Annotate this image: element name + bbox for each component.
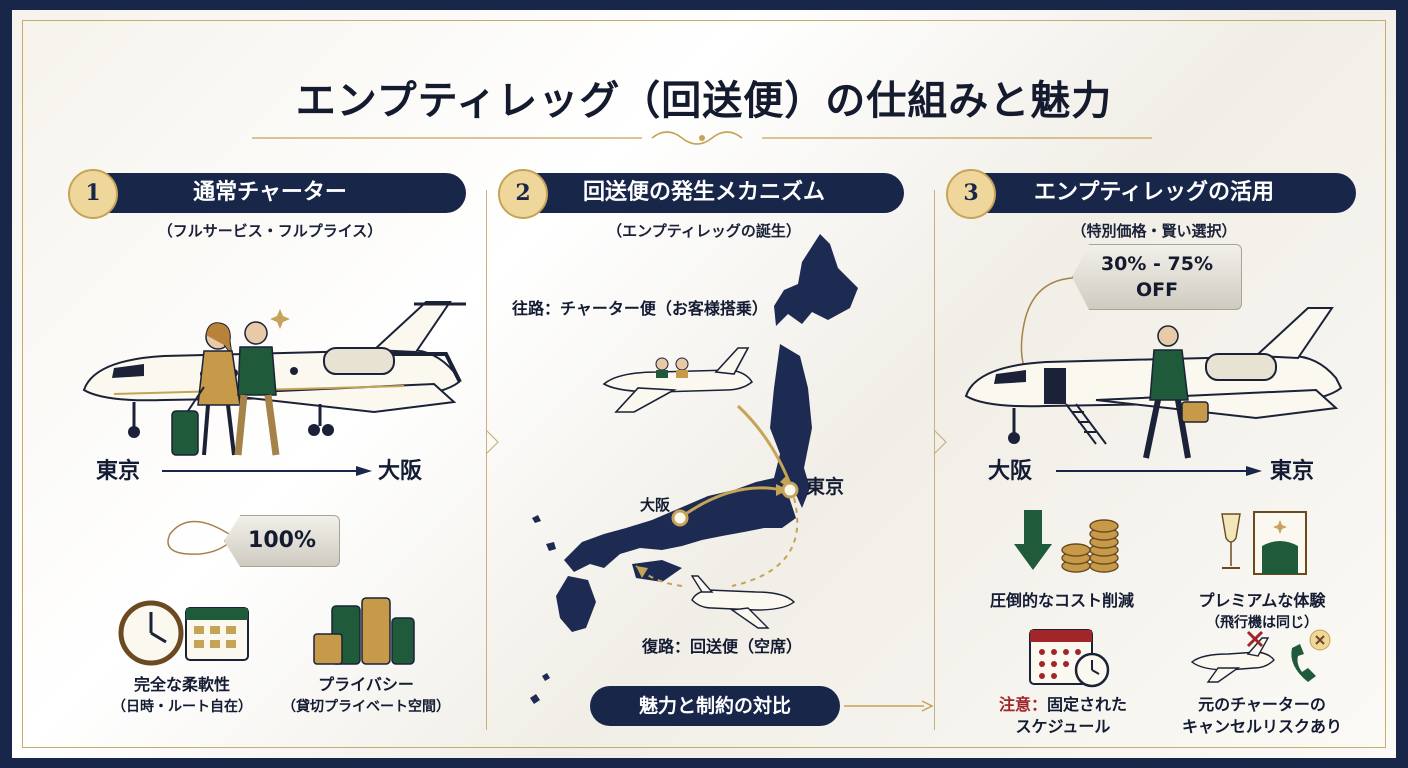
calendar-icon <box>185 607 249 661</box>
constraint-warning-prefix: 注意： <box>998 695 1047 714</box>
down-arrow-coins-icon <box>1014 510 1119 573</box>
return-label: 復路：回送便（空席） <box>642 637 803 656</box>
price-tag-100: 100% <box>224 515 340 567</box>
feature-flexibility-detail: （日時・ルート自在） <box>112 699 252 715</box>
divider-right <box>934 190 935 730</box>
constraint-schedule-title: 固定された <box>1047 695 1128 714</box>
divider-chevron-left <box>485 429 499 455</box>
feature-flexibility-title: 完全な柔軟性 <box>133 675 230 694</box>
section3-number: 3 <box>946 169 996 219</box>
benefit-premium: プレミアムな体験 （飛行機は同じ） <box>1174 590 1350 634</box>
price-tag-string <box>167 520 233 555</box>
outbound-jet-icon <box>602 347 754 413</box>
route-curves <box>635 404 799 587</box>
outbound-label: 往路：チャーター便（お客様搭乗） <box>512 299 768 318</box>
champagne-icon <box>1221 513 1241 569</box>
feature-privacy-detail: （貸切プライベート空間） <box>282 699 450 715</box>
page-title: エンプティレッグ（回送便）の仕組みと魅力 <box>295 77 1113 124</box>
section2-header: 2 回送便の発生メカニズム <box>498 169 904 219</box>
section3-header: 3 エンプティレッグの活用 <box>946 169 1356 219</box>
section1-heading: 通常チャーター <box>193 180 347 205</box>
map-city-osaka: 大阪 <box>640 496 671 514</box>
map-city-tokyo: 東京 <box>806 476 845 498</box>
section2-heading: 回送便の発生メカニズム <box>582 180 825 205</box>
route-arrow-3 <box>1056 466 1262 476</box>
cabin-seat-icon <box>1253 511 1307 575</box>
contrast-button-label: 魅力と制約の対比 <box>638 695 791 717</box>
section3-origin: 大阪 <box>988 459 1033 484</box>
divider-chevron-right <box>933 429 947 455</box>
discount-range: 30% - 75% <box>1100 253 1214 275</box>
section2-subtitle: （エンプティレッグの誕生） <box>607 222 801 240</box>
section3-heading: エンプティレッグの活用 <box>1033 180 1275 205</box>
clock-icon <box>118 600 184 666</box>
infographic-frame: エンプティレッグ（回送便）の仕組みと魅力 1 通常チャーター （フルサービス・フ… <box>12 10 1396 758</box>
discount-tag: 30% - 75% OFF <box>1072 244 1242 310</box>
section1-number: 1 <box>68 169 118 219</box>
benefit-cost: 圧倒的なコスト削減 <box>989 591 1134 610</box>
section3-subtitle: （特別価格・賢い選択） <box>1071 222 1237 240</box>
return-jet-icon <box>690 575 796 629</box>
couple-travelers-icon <box>171 309 290 456</box>
constraint-schedule: 注意：固定された スケジュール <box>978 694 1148 738</box>
price-tag-value: 100% <box>248 528 316 553</box>
constraint-schedule-title-2: スケジュール <box>1015 717 1111 736</box>
traveler-icon <box>1143 325 1209 459</box>
section1-header: 1 通常チャーター <box>68 169 466 219</box>
calendar-clock-icon <box>1029 629 1110 688</box>
title-ornament <box>252 131 1152 145</box>
constraint-cancellation: 元のチャーターの キャンセルリスクあり <box>1162 694 1362 738</box>
discount-off: OFF <box>1135 279 1179 301</box>
contrast-arrow <box>844 700 934 712</box>
constraint-schedule-line1: 注意：固定された <box>978 694 1148 716</box>
section2-number: 2 <box>498 169 548 219</box>
benefit-premium-detail: （飛行機は同じ） <box>1206 615 1318 631</box>
section1-destination: 大阪 <box>378 459 423 484</box>
divider-left <box>486 190 487 730</box>
section1-origin: 東京 <box>96 459 141 484</box>
benefit-premium-title: プレミアムな体験 <box>1198 591 1326 610</box>
luggage-icon <box>313 597 415 665</box>
route-arrow-1 <box>162 466 372 476</box>
section1-subtitle: （フルサービス・フルプライス） <box>157 222 383 240</box>
cancel-plane-phone-icon <box>1190 629 1331 683</box>
constraint-cancellation-line1: 元のチャーターの <box>1198 695 1326 714</box>
contrast-button[interactable]: 魅力と制約の対比 <box>590 686 840 726</box>
constraint-cancellation-line2: キャンセルリスクあり <box>1181 717 1342 736</box>
feature-flexibility: 完全な柔軟性 （日時・ルート自在） <box>92 674 272 718</box>
feature-privacy-title: プライバシー <box>318 675 414 694</box>
feature-privacy: プライバシー （貸切プライベート空間） <box>268 674 464 718</box>
section3-destination: 東京 <box>1270 459 1315 484</box>
discount-tag-string <box>1020 276 1087 373</box>
